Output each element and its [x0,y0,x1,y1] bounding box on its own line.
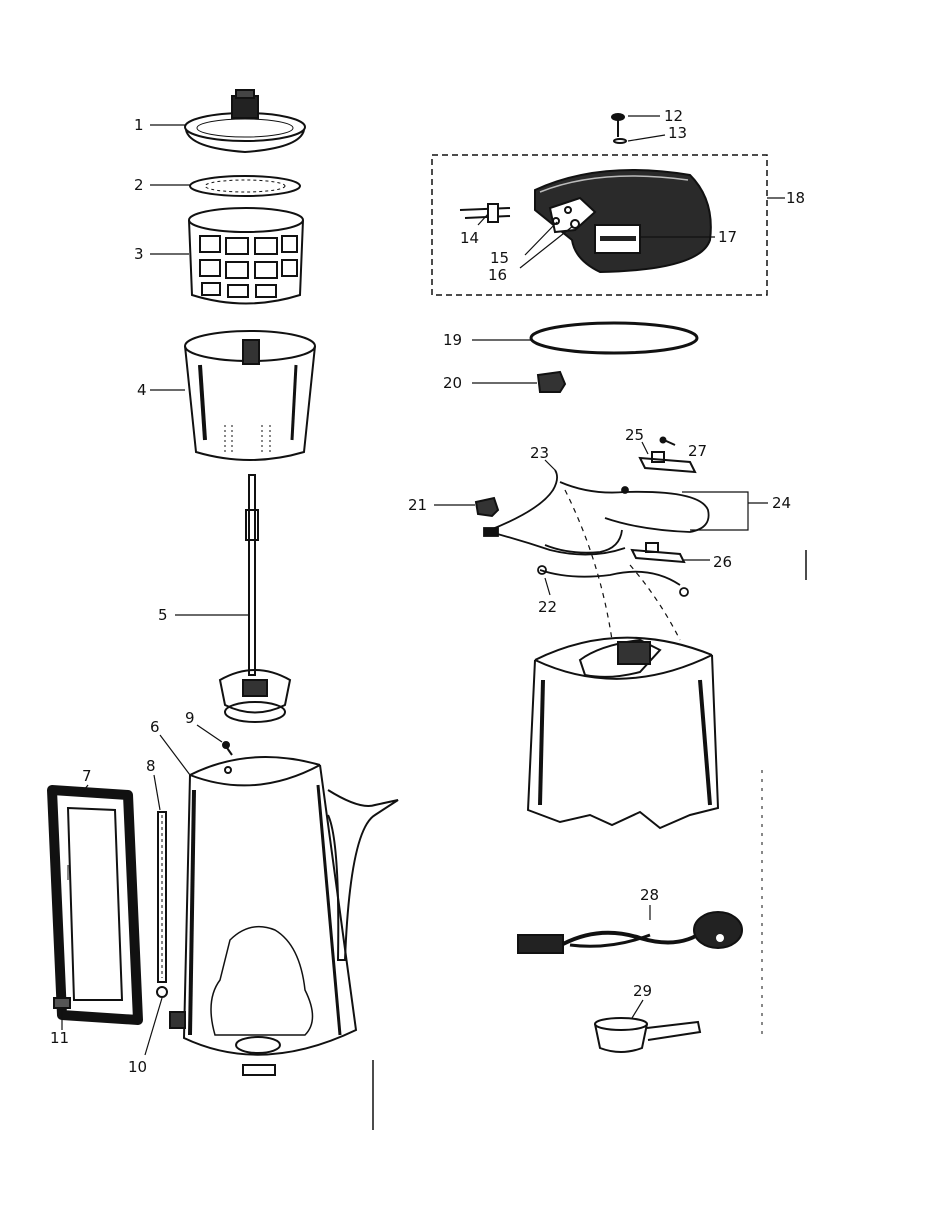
part-clip-20 [536,370,567,393]
callout-14: 14 [460,229,479,247]
leader-lines [61,115,785,1056]
part-control-assembly [431,154,768,296]
callout-labels: 1 2 3 4 5 6 7 8 9 10 11 12 13 14 15 16 1… [50,107,805,1076]
callout-16: 16 [488,266,507,284]
part-screw-12 [611,113,627,144]
part-gauge-tube [157,811,167,983]
callout-29: 29 [633,982,652,1000]
callout-8: 8 [146,757,156,775]
callout-6: 6 [150,718,160,736]
part-bracket-26 [630,542,686,564]
callout-9: 9 [185,709,195,727]
callout-22: 22 [538,598,557,616]
part-wiring [483,469,710,597]
part-basket-cover [188,207,304,305]
part-spout [327,789,399,961]
part-handle [47,785,143,1025]
callout-15: 15 [490,249,509,267]
callout-3: 3 [134,245,144,263]
callout-1: 1 [134,116,144,134]
callout-28: 28 [640,886,659,904]
part-body [182,756,358,1076]
callout-2: 2 [134,176,144,194]
callout-19: 19 [443,331,462,349]
part-screw-9 [222,741,233,774]
callout-7: 7 [82,767,92,785]
callout-24: 24 [772,494,791,512]
part-bracket-25 [638,451,697,474]
callout-17: 17 [718,228,737,246]
callout-5: 5 [158,606,168,624]
part-pump-tube [218,474,292,723]
callout-27: 27 [688,442,707,460]
part-gauge-fitting [156,986,186,1029]
part-lid [184,89,306,154]
callout-25: 25 [625,426,644,444]
callout-20: 20 [443,374,462,392]
callout-10: 10 [128,1058,147,1076]
callout-23: 23 [530,444,549,462]
callout-11: 11 [50,1029,69,1047]
callout-26: 26 [713,553,732,571]
callout-4: 4 [137,381,147,399]
part-clip-21 [474,496,500,518]
callout-21: 21 [408,496,427,514]
callout-13: 13 [668,124,687,142]
callout-18: 18 [786,189,805,207]
part-body-base [526,636,720,830]
part-basket [184,330,316,461]
part-gasket [529,321,699,355]
part-grommet [53,997,71,1009]
part-spreader [189,175,301,197]
part-scoop [594,1017,702,1053]
callout-12: 12 [664,107,683,125]
part-cord [517,911,743,954]
part-screw-27 [659,436,676,446]
